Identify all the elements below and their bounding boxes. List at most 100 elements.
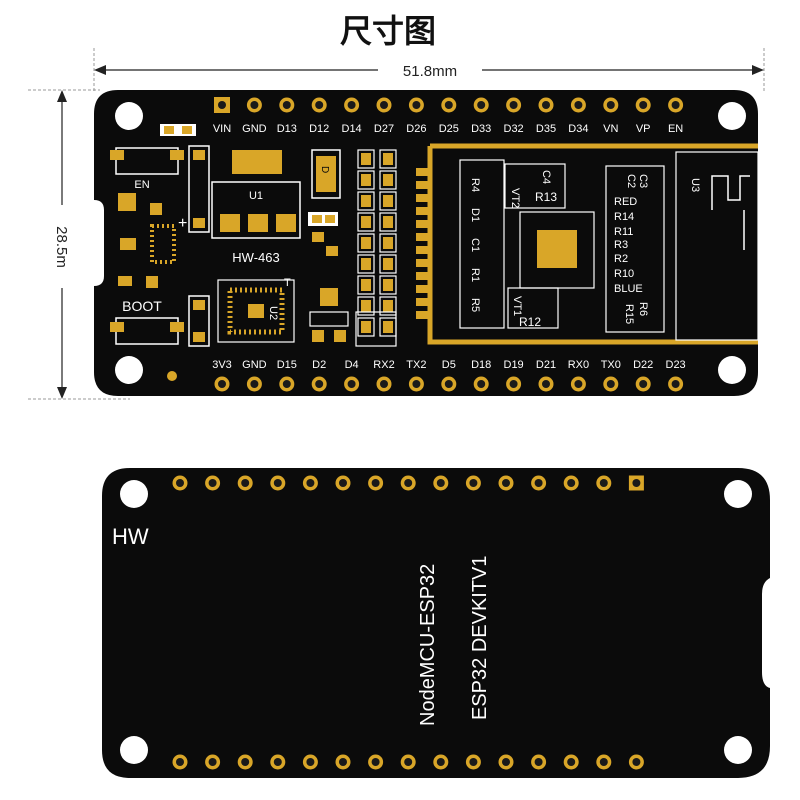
smd-resistor	[379, 233, 397, 253]
mount-hole	[120, 480, 148, 508]
module-castellated-pad	[416, 233, 432, 241]
svg-text:U2: U2	[267, 306, 279, 320]
pin-label: D18	[471, 359, 491, 371]
svg-text:D: D	[319, 166, 330, 173]
pin-label: VP	[636, 123, 651, 135]
mount-hole	[718, 356, 746, 384]
svg-text:VT2: VT2	[509, 188, 521, 208]
module-castellated-pad	[416, 285, 432, 293]
pin-label: D35	[536, 123, 556, 135]
pin-label: D5	[442, 359, 456, 371]
module-castellated-pad	[416, 194, 432, 202]
regulator-u1: U1 HW-463	[211, 150, 301, 265]
svg-text:C4: C4	[540, 170, 552, 184]
svg-text:U1: U1	[249, 190, 263, 202]
pin-label: D27	[374, 123, 394, 135]
pin-label: D12	[309, 123, 329, 135]
height-dimension: 28.5m	[28, 89, 130, 400]
smd-resistor	[357, 170, 375, 190]
component-label: C3	[637, 174, 649, 188]
component-label: R10	[614, 268, 634, 280]
component-label: RED	[614, 196, 637, 208]
smd-resistor	[357, 296, 375, 316]
svg-text:R12: R12	[519, 315, 541, 329]
antenna-trace	[711, 175, 750, 250]
pin-label: D23	[666, 359, 686, 371]
smd-resistor	[357, 191, 375, 211]
back-brand-label: HW	[112, 524, 149, 549]
pin-label: TX2	[406, 359, 426, 371]
back-line-2: ESP32 DEVKITV1	[469, 555, 491, 720]
height-label: 28.5m	[53, 226, 70, 268]
module-castellated-pad	[416, 220, 432, 228]
pin-label: D19	[504, 359, 524, 371]
pin-label: D13	[277, 123, 297, 135]
component-label: C2	[625, 174, 637, 188]
component-label: C1	[469, 238, 481, 252]
top-pin-header	[214, 97, 684, 113]
pin-label: D33	[471, 123, 491, 135]
pin-label: RX0	[568, 359, 589, 371]
pin-label: D14	[342, 123, 362, 135]
pin-label: EN	[668, 123, 683, 135]
pin-label: 3V3	[212, 359, 232, 371]
component-label: R2	[614, 253, 628, 265]
component-label: R6	[637, 302, 649, 316]
boot-button: BOOT	[110, 298, 184, 345]
component-label: R4	[469, 178, 481, 192]
component-label: R5	[469, 298, 481, 312]
svg-text:T: T	[284, 277, 291, 289]
pin-label: D25	[439, 123, 459, 135]
module-castellated-pad	[416, 259, 432, 267]
smd-resistor	[379, 149, 397, 169]
pin-label: D4	[345, 359, 359, 371]
smd-resistor	[379, 191, 397, 211]
smd-resistor	[357, 275, 375, 295]
component-label: R14	[614, 211, 634, 223]
component-label: R1	[469, 268, 481, 282]
smd-resistor	[379, 254, 397, 274]
module-castellated-pad	[416, 298, 432, 306]
pin-label: D22	[633, 359, 653, 371]
back-top-pin-header	[172, 475, 644, 491]
smd-resistor	[357, 233, 375, 253]
width-label: 51.8mm	[403, 63, 457, 80]
en-button-label: EN	[134, 179, 149, 191]
width-dimension: 51.8mm	[93, 48, 765, 92]
module-edge-pads	[416, 168, 432, 319]
component-label: BLUE	[614, 283, 643, 295]
pin-label: D2	[312, 359, 326, 371]
pin-label: D32	[504, 123, 524, 135]
module-castellated-pad	[416, 168, 432, 176]
component-label: R15	[623, 304, 635, 324]
module-castellated-pad	[416, 311, 432, 319]
diagram-title: 尺寸图	[340, 13, 436, 49]
smd-resistor	[379, 296, 397, 316]
mount-hole	[120, 736, 148, 764]
mount-hole	[115, 102, 143, 130]
resistor-array	[355, 149, 397, 347]
svg-text:R13: R13	[535, 190, 557, 204]
pin-label: GND	[242, 123, 267, 135]
model-label: HW-463	[232, 250, 279, 265]
pin-label: VIN	[213, 123, 231, 135]
pin-label: TX0	[601, 359, 621, 371]
component-label: D1	[469, 208, 481, 222]
smd-resistor	[379, 170, 397, 190]
mount-hole	[115, 356, 143, 384]
pin-label: GND	[242, 359, 267, 371]
mount-hole	[724, 480, 752, 508]
smd-resistor	[357, 149, 375, 169]
pin-label: VN	[603, 123, 618, 135]
smd-resistor	[357, 212, 375, 232]
boot-button-label: BOOT	[122, 298, 162, 314]
pin-label: RX2	[373, 359, 394, 371]
component-label: R3	[614, 239, 628, 251]
mount-hole	[724, 736, 752, 764]
pin-label: D34	[568, 123, 588, 135]
en-button: EN	[110, 147, 184, 191]
module-castellated-pad	[416, 246, 432, 254]
